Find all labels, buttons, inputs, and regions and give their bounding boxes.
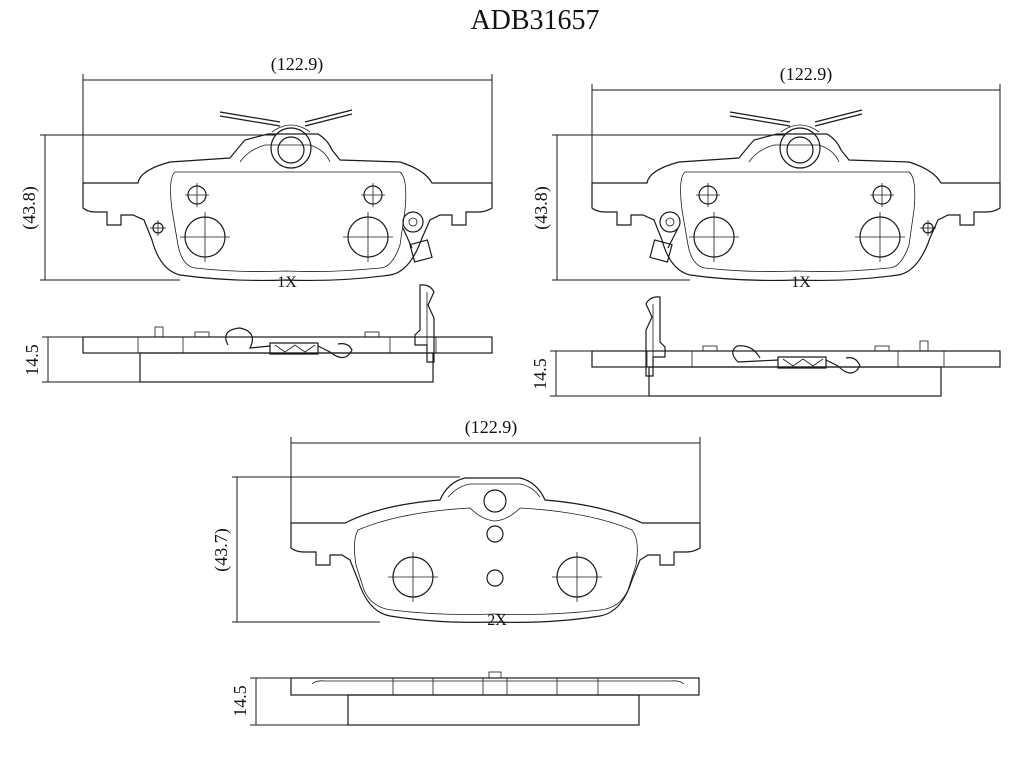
wear-sensor [402, 211, 433, 263]
qty-label: 1X [277, 274, 297, 291]
spring-clip [219, 109, 353, 169]
center-hole-lower [486, 569, 504, 587]
height-dimension: (43.7) [211, 476, 460, 623]
side-profile: 14.5 [22, 284, 493, 383]
wear-sensor [649, 211, 681, 263]
drawing-title: ADB31657 [470, 5, 599, 36]
height-label: (43.7) [211, 528, 232, 572]
friction-material [680, 171, 916, 272]
width-label: (122.9) [271, 54, 324, 75]
pad-top-left: (122.9) (43.8) [19, 54, 493, 383]
width-label: (122.9) [780, 64, 833, 85]
backing-plate [82, 133, 493, 282]
height-label: (43.8) [531, 186, 552, 230]
width-dimension: (122.9) [290, 417, 701, 523]
width-dimension: (122.9) [82, 54, 493, 183]
side-profile: 14.5 [230, 671, 700, 726]
thickness-label: 14.5 [530, 358, 550, 390]
backing-plate [290, 477, 701, 623]
spring-clip [729, 109, 863, 169]
pad-bottom: (122.9) (43.7) 2X [211, 417, 701, 726]
qty-label: 2X [487, 612, 507, 629]
friction-material [354, 507, 638, 615]
pad-top-right: (122.9) (43.8) [530, 64, 1001, 397]
backing-plate [591, 133, 1001, 282]
side-profile: 14.5 [530, 296, 1001, 397]
width-label: (122.9) [465, 417, 518, 438]
qty-label: 1X [791, 274, 811, 291]
height-dimension: (43.8) [531, 134, 785, 281]
center-hole-upper [486, 525, 504, 543]
top-hole [483, 489, 507, 513]
friction-material [170, 171, 407, 272]
height-dimension: (43.8) [19, 134, 275, 281]
width-dimension: (122.9) [591, 64, 1001, 183]
thickness-label: 14.5 [22, 344, 42, 376]
thickness-label: 14.5 [230, 685, 250, 717]
height-label: (43.8) [19, 186, 40, 230]
